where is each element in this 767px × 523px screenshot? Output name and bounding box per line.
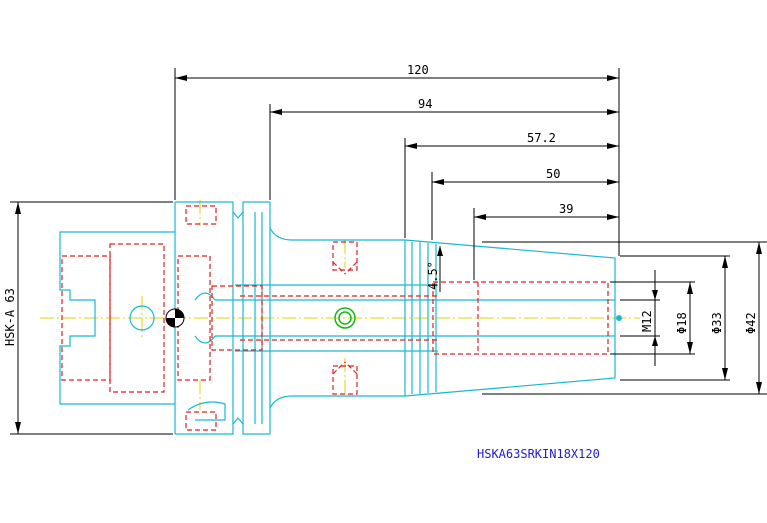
part-number-label: HSKA63SRKIN18X120	[477, 447, 600, 461]
dimensions: 120 94 57.2 50 39 4.5° HSK-A 63	[3, 63, 767, 435]
dim-length-57-2: 57.2	[527, 131, 556, 145]
dim-diameter-42: Φ42	[744, 312, 758, 334]
dim-hsk-interface: HSK-A 63	[3, 288, 17, 346]
green-features	[334, 307, 356, 329]
dim-bore-diameter: Φ18	[675, 312, 689, 334]
part-outline	[59, 201, 616, 435]
centerlines	[40, 200, 640, 410]
dim-thread: M12	[640, 310, 654, 332]
dim-length-39: 39	[559, 202, 573, 216]
dim-diameter-33: Φ33	[710, 312, 724, 334]
dim-length-50: 50	[546, 167, 560, 181]
dim-length-94: 94	[418, 97, 432, 111]
dim-taper-angle: 4.5°	[426, 261, 440, 290]
datum-marker	[165, 308, 622, 328]
dim-overall-length: 120	[407, 63, 429, 77]
